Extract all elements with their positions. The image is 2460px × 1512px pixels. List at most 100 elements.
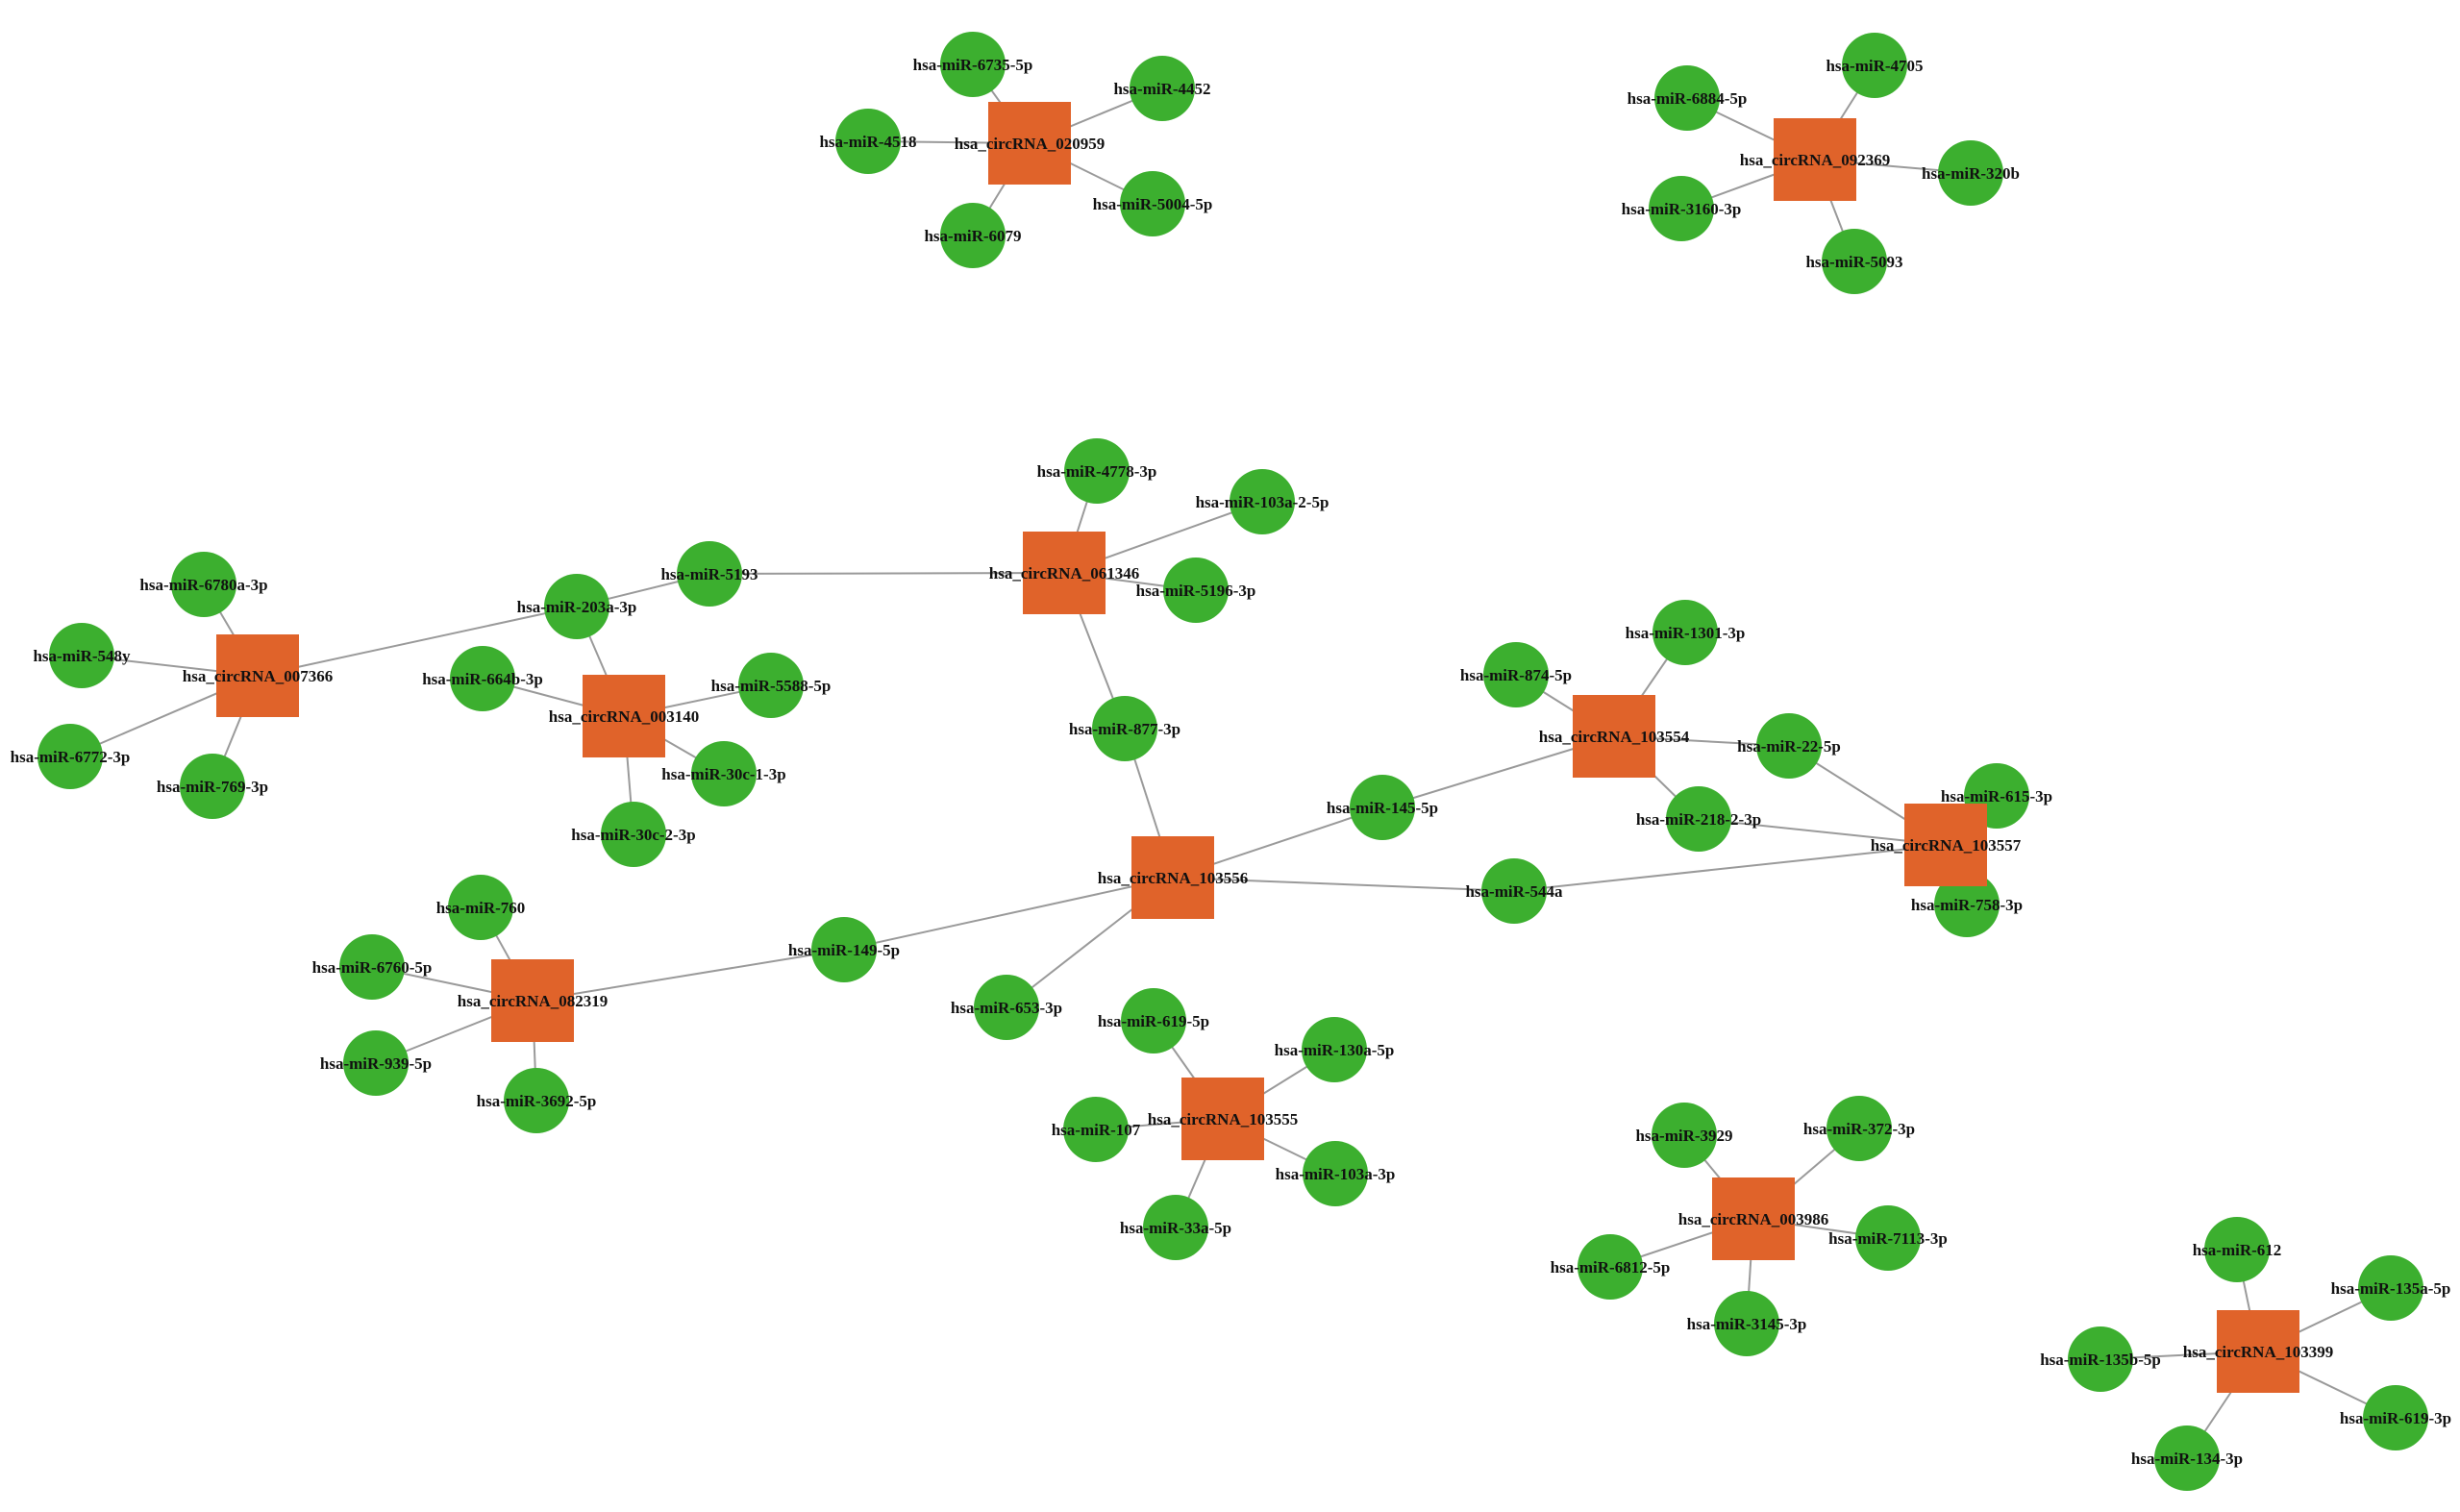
- mirna-label-hsa-mir-664b-3p: hsa-miR-664b-3p: [422, 670, 543, 688]
- mirna-node-hsa-mir-4705: [1842, 33, 1907, 98]
- mirna-node-hsa-mir-107: [1063, 1097, 1129, 1162]
- mirna-node-hsa-mir-3160-3p: [1649, 176, 1714, 241]
- mirna-node-hsa-mir-5093: [1822, 229, 1887, 294]
- mirna-node-hsa-mir-3692-5p: [504, 1068, 569, 1133]
- mirna-node-hsa-mir-619-5p: [1121, 988, 1186, 1053]
- mirna-node-hsa-mir-3929: [1652, 1103, 1717, 1168]
- mirna-label-hsa-mir-103a-3p: hsa-miR-103a-3p: [1276, 1165, 1396, 1183]
- mirna-node-hsa-mir-135b-5p: [2068, 1326, 2133, 1392]
- mirna-node-hsa-mir-6884-5p: [1654, 65, 1720, 131]
- mirna-label-hsa-mir-653-3p: hsa-miR-653-3p: [951, 999, 1062, 1017]
- mirna-label-hsa-mir-758-3p: hsa-miR-758-3p: [1911, 896, 2023, 914]
- mirna-node-hsa-mir-130a-5p: [1302, 1017, 1367, 1082]
- mirna-node-hsa-mir-6735-5p: [940, 32, 1006, 97]
- mirna-label-hsa-mir-218-2-3p: hsa-miR-218-2-3p: [1636, 810, 1761, 829]
- mirna-label-hsa-mir-3145-3p: hsa-miR-3145-3p: [1687, 1315, 1807, 1333]
- edge-c103556-m544a: [1172, 877, 1515, 892]
- mirna-node-hsa-mir-135a-5p: [2358, 1255, 2423, 1321]
- circrna-label-hsa-circrna-092369: hsa_circRNA_092369: [1740, 151, 1890, 169]
- mirna-label-hsa-mir-134-3p: hsa-miR-134-3p: [2131, 1450, 2243, 1468]
- circrna-label-hsa-circrna-061346: hsa_circRNA_061346: [989, 564, 1139, 582]
- mirna-label-hsa-mir-4452: hsa-miR-4452: [1113, 80, 1210, 98]
- edge-c007366-m203a: [257, 606, 578, 677]
- circrna-label-hsa-circrna-007366: hsa_circRNA_007366: [183, 667, 333, 685]
- mirna-node-hsa-mir-544a: [1481, 858, 1547, 924]
- mirna-label-hsa-mir-6812-5p: hsa-miR-6812-5p: [1551, 1258, 1671, 1277]
- mirna-label-hsa-mir-5588-5p: hsa-miR-5588-5p: [711, 677, 832, 695]
- mirna-label-hsa-mir-6079: hsa-miR-6079: [924, 227, 1021, 245]
- mirna-label-hsa-mir-5196-3p: hsa-miR-5196-3p: [1136, 582, 1256, 600]
- mirna-label-hsa-mir-619-3p: hsa-miR-619-3p: [2340, 1409, 2451, 1427]
- mirna-label-hsa-mir-4778-3p: hsa-miR-4778-3p: [1037, 462, 1157, 481]
- mirna-label-hsa-mir-5093: hsa-miR-5093: [1805, 253, 1902, 271]
- mirna-label-hsa-mir-107: hsa-miR-107: [1052, 1121, 1141, 1139]
- mirna-node-hsa-mir-30c-1-3p: [691, 741, 757, 806]
- circrna-node-hsa-circrna-103557: [1904, 804, 1987, 886]
- mirna-label-hsa-mir-4518: hsa-miR-4518: [819, 133, 916, 151]
- mirna-label-hsa-mir-320b: hsa-miR-320b: [1922, 164, 2020, 183]
- circrna-label-hsa-circrna-103399: hsa_circRNA_103399: [2183, 1343, 2333, 1361]
- mirna-node-hsa-mir-939-5p: [343, 1030, 409, 1096]
- circrna-node-hsa-circrna-003986: [1712, 1177, 1795, 1260]
- mirna-node-hsa-mir-5196-3p: [1163, 558, 1229, 623]
- mirna-label-hsa-mir-203a-3p: hsa-miR-203a-3p: [517, 598, 637, 616]
- mirna-label-hsa-mir-4705: hsa-miR-4705: [1826, 57, 1923, 75]
- mirna-node-hsa-mir-5004-5p: [1120, 171, 1185, 236]
- mirna-node-hsa-mir-218-2-3p: [1666, 786, 1731, 852]
- edge-c103557-m544a: [1513, 844, 1947, 892]
- mirna-label-hsa-mir-3160-3p: hsa-miR-3160-3p: [1622, 200, 1742, 218]
- mirna-label-hsa-mir-544a: hsa-miR-544a: [1465, 882, 1563, 901]
- labels-layer: hsa-miR-6735-5p hsa-miR-4452 hsa-miR-4518 h…: [11, 56, 2451, 1468]
- mirna-label-hsa-mir-6760-5p: hsa-miR-6760-5p: [312, 958, 433, 977]
- circrna-label-hsa-circrna-082319: hsa_circRNA_082319: [458, 992, 608, 1010]
- edge-c082319-m149: [532, 949, 845, 1002]
- circrna-node-hsa-circrna-020959: [988, 102, 1071, 185]
- circrna-node-hsa-circrna-103399: [2217, 1310, 2299, 1393]
- mirna-node-hsa-mir-103a-2-5p: [1230, 469, 1295, 534]
- mirna-node-hsa-mir-30c-2-3p: [601, 802, 666, 867]
- mirna-label-hsa-mir-33a-5p: hsa-miR-33a-5p: [1120, 1219, 1231, 1237]
- mirna-label-hsa-mir-149-5p: hsa-miR-149-5p: [788, 941, 900, 959]
- circrna-label-hsa-circrna-103557: hsa_circRNA_103557: [1871, 836, 2022, 855]
- mirna-node-hsa-mir-103a-3p: [1303, 1141, 1368, 1206]
- circrna-label-hsa-circrna-103554: hsa_circRNA_103554: [1539, 728, 1690, 746]
- mirna-node-hsa-mir-6780a-3p: [171, 552, 236, 617]
- mirna-node-hsa-mir-5193: [677, 541, 742, 607]
- mirna-node-hsa-mir-203a-3p: [544, 574, 609, 639]
- mirna-node-hsa-mir-320b: [1938, 140, 2003, 206]
- circrna-node-hsa-circrna-007366: [216, 634, 299, 717]
- mirna-label-hsa-mir-1301-3p: hsa-miR-1301-3p: [1626, 624, 1746, 642]
- circrna-node-hsa-circrna-103554: [1573, 695, 1655, 778]
- mirna-node-hsa-mir-7113-3p: [1855, 1205, 1921, 1271]
- mirna-node-hsa-mir-134-3p: [2154, 1425, 2220, 1491]
- mirna-node-hsa-mir-664b-3p: [450, 646, 515, 711]
- mirna-label-hsa-mir-615-3p: hsa-miR-615-3p: [1941, 787, 2052, 806]
- mirna-label-hsa-mir-619-5p: hsa-miR-619-5p: [1098, 1012, 1209, 1030]
- circrna-node-hsa-circrna-103556: [1131, 836, 1214, 919]
- circrna-node-hsa-circrna-103555: [1181, 1078, 1264, 1160]
- mirna-node-hsa-mir-5588-5p: [738, 653, 804, 718]
- mirna-node-hsa-mir-372-3p: [1826, 1096, 1892, 1161]
- mirna-node-hsa-mir-874-5p: [1483, 642, 1549, 707]
- edge-c103556-m149: [843, 877, 1174, 951]
- mirna-node-hsa-mir-6812-5p: [1578, 1234, 1643, 1300]
- mirna-node-hsa-mir-4518: [835, 109, 901, 174]
- mirna-node-hsa-mir-612: [2204, 1217, 2270, 1282]
- mirna-label-hsa-mir-6884-5p: hsa-miR-6884-5p: [1628, 89, 1748, 108]
- mirna-node-hsa-mir-33a-5p: [1143, 1195, 1208, 1260]
- mirna-label-hsa-mir-874-5p: hsa-miR-874-5p: [1460, 666, 1572, 684]
- mirna-label-hsa-mir-5193: hsa-miR-5193: [660, 565, 758, 583]
- mirna-label-hsa-mir-760: hsa-miR-760: [436, 899, 526, 917]
- circrna-node-hsa-circrna-082319: [491, 959, 574, 1042]
- mirna-label-hsa-mir-103a-2-5p: hsa-miR-103a-2-5p: [1196, 493, 1329, 511]
- mirna-label-hsa-mir-135a-5p: hsa-miR-135a-5p: [2331, 1279, 2451, 1298]
- mirna-label-hsa-mir-3929: hsa-miR-3929: [1635, 1127, 1732, 1145]
- nodes-layer: [37, 32, 2428, 1491]
- mirna-node-hsa-mir-1301-3p: [1652, 600, 1718, 665]
- mirna-label-hsa-mir-6735-5p: hsa-miR-6735-5p: [913, 56, 1033, 74]
- mirna-label-hsa-mir-548y: hsa-miR-548y: [33, 647, 131, 665]
- mirna-label-hsa-mir-372-3p: hsa-miR-372-3p: [1803, 1120, 1915, 1138]
- edge-c061346-m5193: [708, 572, 1065, 575]
- circrna-label-hsa-circrna-103555: hsa_circRNA_103555: [1148, 1110, 1298, 1128]
- circrna-node-hsa-circrna-092369: [1774, 118, 1856, 201]
